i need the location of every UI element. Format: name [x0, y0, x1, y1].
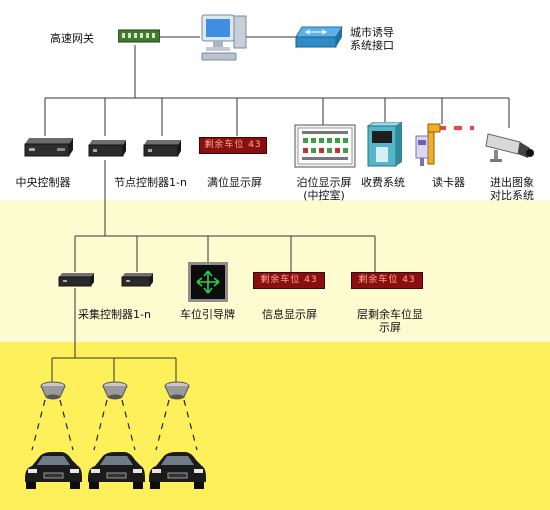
collector-controller-label: 采集控制器1-n [78, 308, 151, 321]
led-text: 剩余车位 43 [260, 275, 318, 285]
full-display-led: 剩余车位 43 [199, 137, 267, 154]
ultrasonic-detector-icon [164, 381, 190, 401]
node-controller-label: 节点控制器1-n [114, 176, 187, 189]
full-display-label: 满位显示屏 [207, 176, 262, 189]
berth-display-label: 泊位显示屏(中控室) [296, 176, 352, 202]
central-controller-label: 中央控制器 [15, 176, 71, 189]
image-compare-label: 进出图象对比系统 [490, 176, 534, 202]
led-text: 剩余车位 43 [358, 275, 416, 285]
gateway-icon [117, 28, 161, 44]
guide-sign-icon [188, 262, 228, 302]
middle-tier-band [0, 200, 550, 342]
network-switch-icon [294, 25, 344, 49]
car-icon [146, 450, 208, 490]
node-controller-icon [143, 138, 183, 158]
toll-booth-icon [366, 121, 404, 168]
floor-display-led: 剩余车位 43 [351, 272, 423, 289]
card-reader-label: 读卡器 [432, 176, 465, 189]
led-text: 剩余车位 43 [204, 140, 262, 150]
ultrasonic-detector-icon [102, 381, 128, 401]
car-icon [85, 450, 147, 490]
computer-icon [196, 10, 248, 62]
gateway-label: 高速网关 [50, 32, 94, 45]
guide-sign-label: 车位引导牌 [180, 308, 235, 321]
guidance-label: 城市诱导系统接口 [350, 26, 394, 52]
collector-controller-icon [121, 272, 155, 288]
floor-display-label: 层剩余车位显示屏 [357, 308, 423, 334]
camera-icon [484, 128, 536, 164]
central-controller-icon [23, 136, 75, 158]
collector-controller-icon [58, 272, 96, 288]
car-icon [22, 450, 84, 490]
node-controller-icon [88, 138, 128, 158]
info-display-led: 剩余车位 43 [253, 272, 325, 289]
toll-system-label: 收费系统 [361, 176, 405, 189]
berth-display-icon [294, 124, 356, 168]
ultrasonic-detector-icon [40, 381, 66, 401]
info-display-label: 信息显示屏 [262, 308, 317, 321]
detector-beams [31, 399, 198, 451]
card-reader-icon [414, 122, 476, 168]
